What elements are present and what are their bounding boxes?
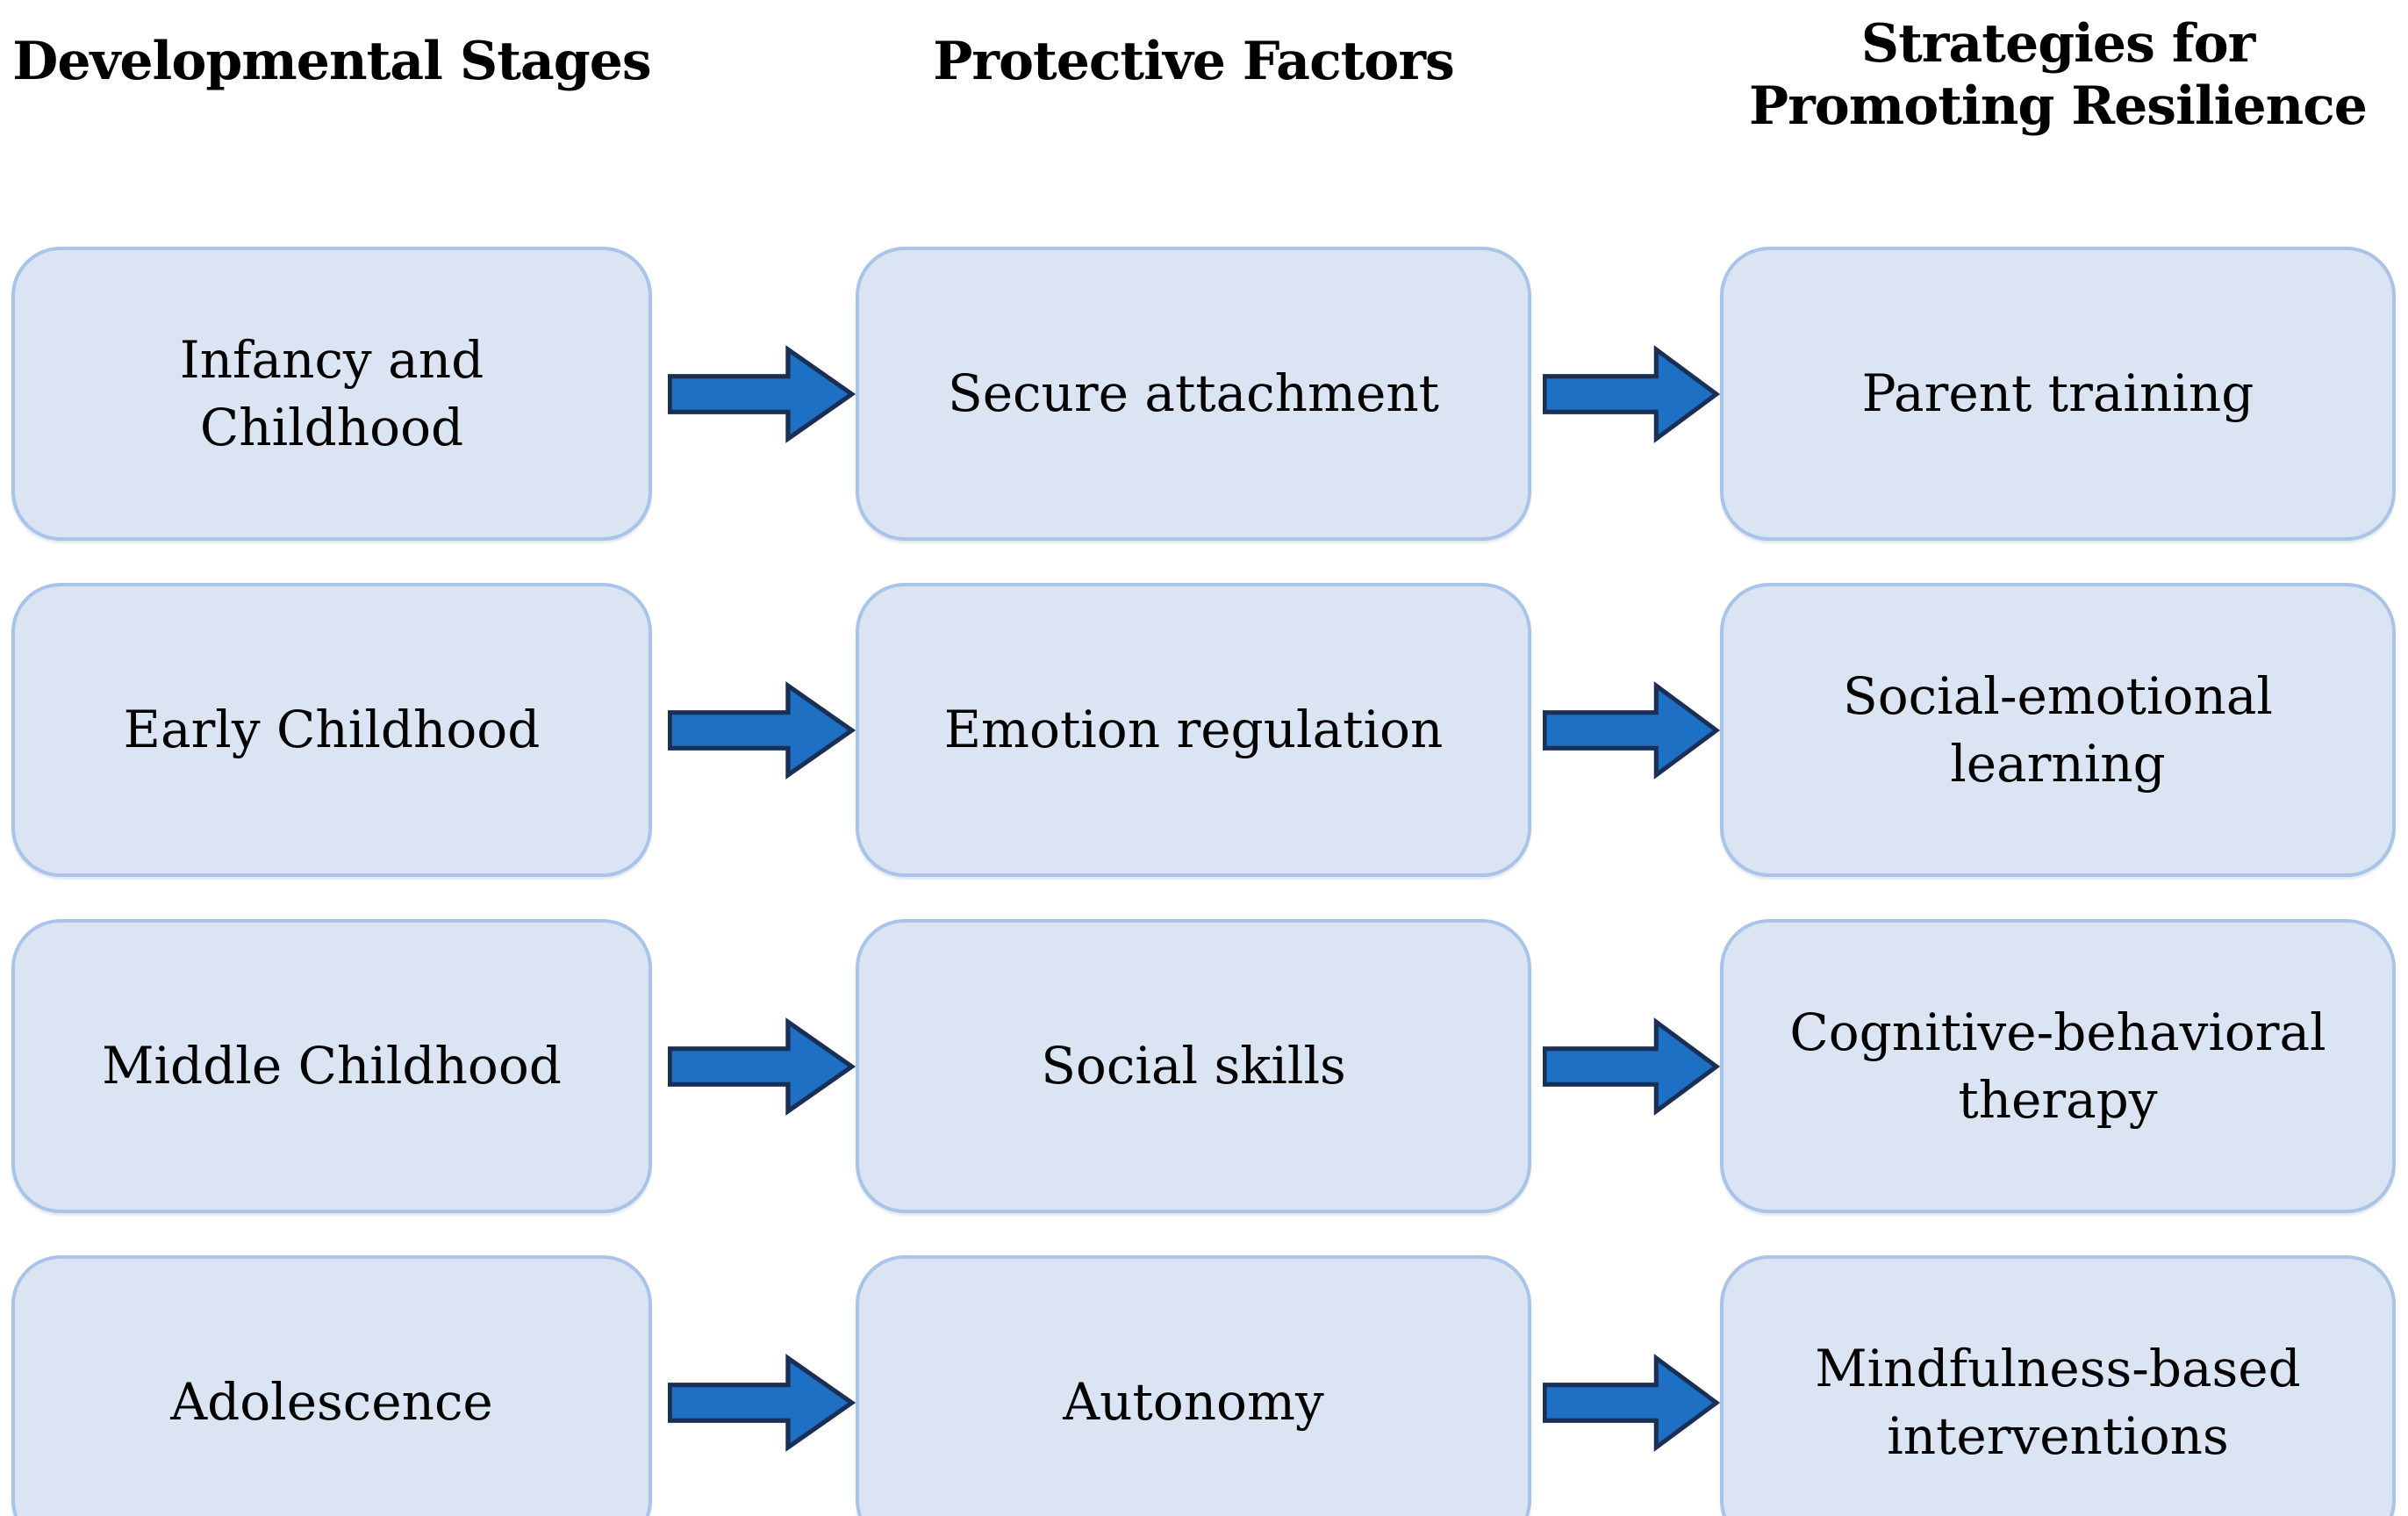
arrow-cell: [1531, 583, 1720, 877]
arrow-cell: [652, 919, 856, 1213]
stage-box-early-childhood: Early Childhood: [11, 583, 652, 877]
strategy-box-cognitive-behavioral-therapy: Cognitive-behavioral therapy: [1720, 919, 2396, 1213]
arrow-cell: [1531, 919, 1720, 1213]
arrow-right-icon: [1543, 344, 1720, 443]
stage-box-infancy-and-childhood: Infancy and Childhood: [11, 247, 652, 541]
arrow-cell: [1531, 247, 1720, 541]
factor-box-secure-attachment: Secure attachment: [856, 247, 1531, 541]
stage-box-adolescence: Adolescence: [11, 1255, 652, 1516]
factor-box-social-skills: Social skills: [856, 919, 1531, 1213]
arrow-right-icon: [668, 1353, 856, 1452]
strategy-box-parent-training: Parent training: [1720, 247, 2396, 541]
arrow-cell: [1531, 1255, 1720, 1516]
arrow-cell: [652, 583, 856, 877]
strategy-box-mindfulness-based-interventions: Mindfulness-based interventions: [1720, 1255, 2396, 1516]
arrow-cell: [652, 247, 856, 541]
arrow-right-icon: [668, 344, 856, 443]
arrow-right-icon: [668, 680, 856, 780]
factor-box-emotion-regulation: Emotion regulation: [856, 583, 1531, 877]
factor-box-autonomy: Autonomy: [856, 1255, 1531, 1516]
header-strategies-for-promoting-resilience: Strategies for Promoting Resilience: [1749, 13, 2368, 137]
header-developmental-stages: Developmental Stages: [12, 31, 651, 92]
arrow-right-icon: [1543, 1353, 1720, 1452]
stage-box-middle-childhood: Middle Childhood: [11, 919, 652, 1213]
arrow-right-icon: [1543, 680, 1720, 780]
header-protective-factors: Protective Factors: [933, 31, 1454, 92]
arrow-cell: [652, 1255, 856, 1516]
arrow-right-icon: [668, 1017, 856, 1116]
strategy-box-social-emotional-learning: Social-emotional learning: [1720, 583, 2396, 877]
arrow-right-icon: [1543, 1017, 1720, 1116]
